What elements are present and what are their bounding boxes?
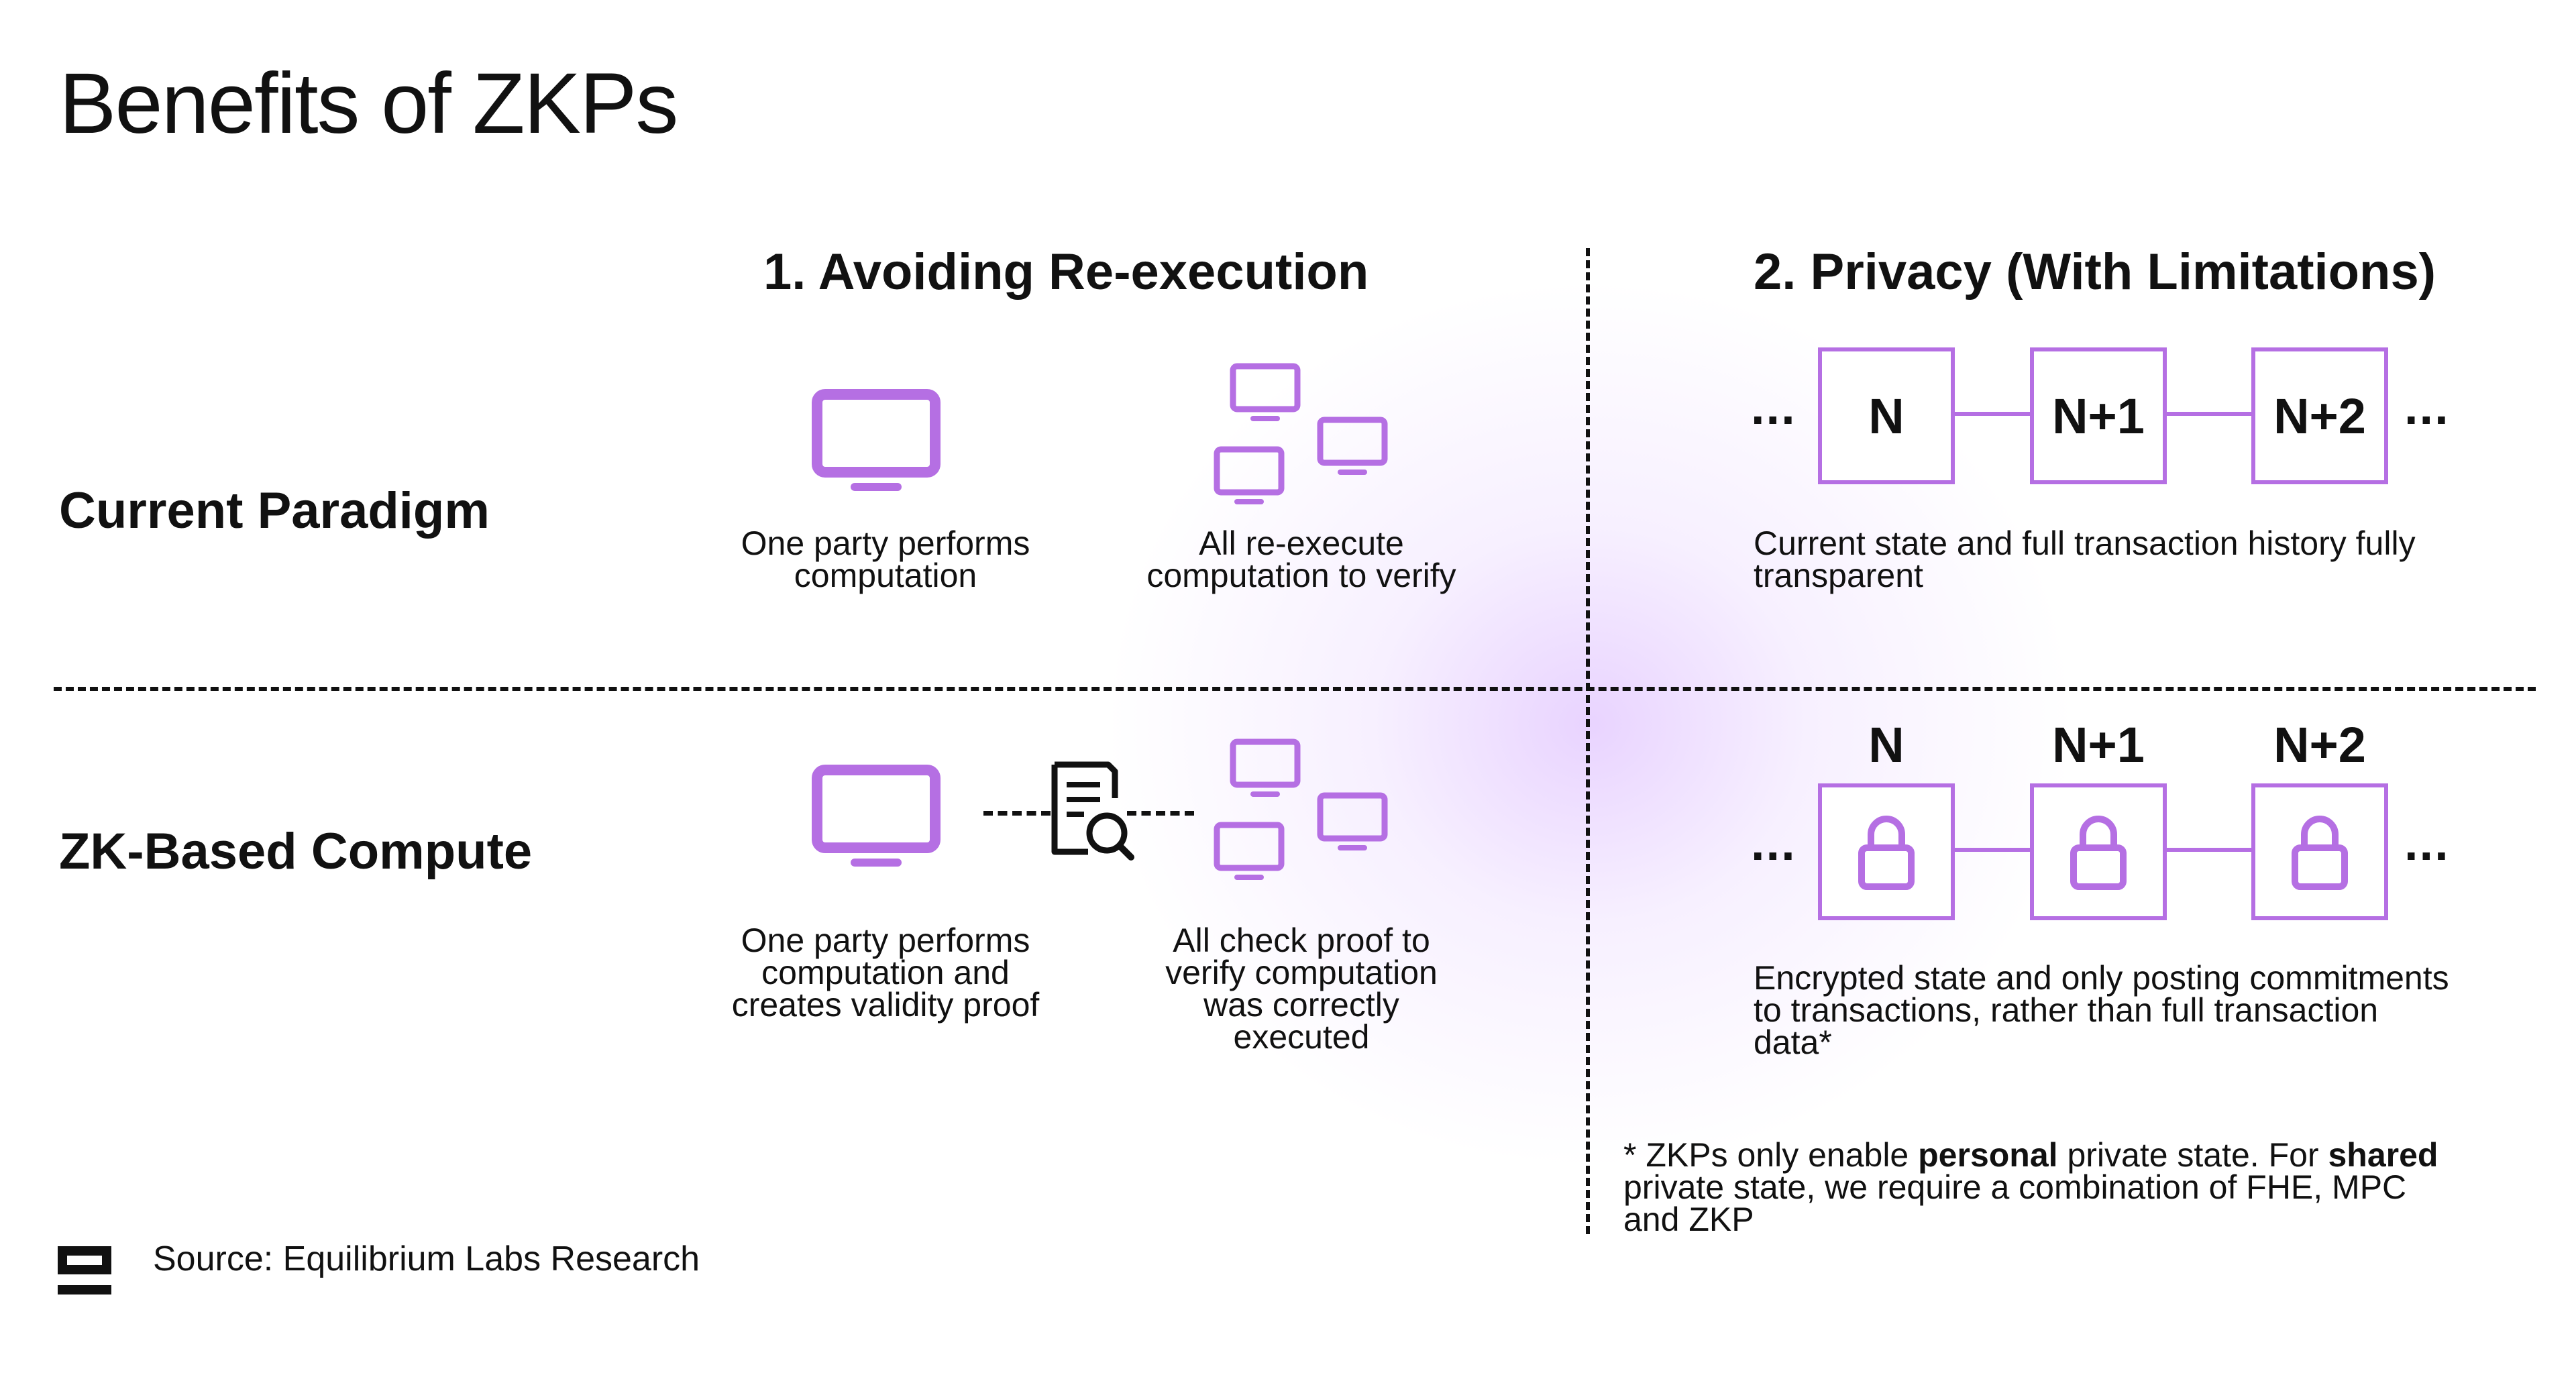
block-label: N+2 <box>2273 388 2366 444</box>
page-title: Benefits of ZKPs <box>59 56 678 152</box>
multiple-monitors-icon <box>1214 363 1388 504</box>
caption-line: computation to verify <box>1146 557 1456 594</box>
block-label: N <box>1868 388 1904 444</box>
caption-line: transparent <box>1754 557 1923 594</box>
footnote: * ZKPs only enable personal private stat… <box>1623 1136 2563 1238</box>
caption-line: creates validity proof <box>731 986 1040 1024</box>
row-label-zk-based-compute: ZK-Based Compute <box>59 823 533 880</box>
caption-line: All check proof to <box>1173 922 1430 959</box>
connector-right <box>1127 811 1194 816</box>
ellipsis-left: ... <box>1751 379 1796 435</box>
chain-link <box>1955 848 2030 852</box>
caption-line: One party performs <box>741 525 1030 562</box>
footnote-line-1: * ZKPs only enable personal private stat… <box>1623 1136 2563 1174</box>
footnote-bold: personal <box>1918 1136 2058 1174</box>
encrypted-block-n-plus-1 <box>2030 783 2167 920</box>
block-top-label-n-plus-2: N+2 <box>2273 717 2366 773</box>
caption-line: was correctly <box>1203 986 1399 1024</box>
row-label-current-paradigm: Current Paradigm <box>59 482 490 539</box>
footnote-bold: shared <box>2328 1136 2438 1174</box>
block-label: N+1 <box>2052 388 2145 444</box>
column-title-reexecution: 1. Avoiding Re-execution <box>763 243 1369 300</box>
footnote-text: private state. For <box>2057 1136 2328 1174</box>
block-n-plus-1: N+1 <box>2030 347 2167 484</box>
connector-left <box>983 811 1051 816</box>
chain-link <box>1955 412 2030 416</box>
caption-line: One party performs <box>741 922 1030 959</box>
caption-line: data* <box>1754 1024 1832 1061</box>
caption-single-party-proof: One party performs computation and creat… <box>671 922 1100 1024</box>
equilibrium-logo-icon <box>58 1246 111 1295</box>
horizontal-divider <box>54 687 2536 691</box>
footnote-text: * ZKPs only enable <box>1623 1136 1919 1174</box>
footnote-line-2: private state, we require a combination … <box>1623 1168 2407 1206</box>
ellipsis-right: ... <box>2404 379 2450 435</box>
multiple-monitors-icon <box>1214 738 1388 880</box>
caption-all-reexecute: All re-execute computation to verify <box>1087 527 1516 592</box>
caption-line: computation <box>794 557 977 594</box>
chain-link <box>2167 412 2251 416</box>
caption-all-check-proof: All check proof to verify computation wa… <box>1100 922 1503 1056</box>
caption-single-party: One party performs computation <box>678 527 1093 592</box>
block-n: N <box>1818 347 1955 484</box>
caption-line: verify computation <box>1165 954 1438 991</box>
caption-line: Encrypted state and only posting commitm… <box>1754 959 2449 997</box>
caption-line: All re-execute <box>1199 525 1404 562</box>
encrypted-block-n <box>1818 783 1955 920</box>
caption-encrypted-state: Encrypted state and only posting commitm… <box>1754 959 2545 1061</box>
caption-line: Current state and full transaction histo… <box>1754 525 2416 562</box>
proof-document-search-icon <box>1051 761 1134 861</box>
source-credit: Source: Equilibrium Labs Research <box>153 1240 700 1278</box>
lock-icon <box>1858 816 1915 890</box>
chain-link <box>2167 848 2251 852</box>
monitor-icon <box>812 389 941 491</box>
lock-icon <box>2070 816 2127 890</box>
ellipsis-left: ... <box>1751 815 1796 871</box>
block-n-plus-2: N+2 <box>2251 347 2388 484</box>
block-top-label-n-plus-1: N+1 <box>2052 717 2145 773</box>
footnote-line-3: and ZKP <box>1623 1201 1754 1238</box>
caption-transparent-state: Current state and full transaction histo… <box>1754 527 2532 592</box>
encrypted-block-n-plus-2 <box>2251 783 2388 920</box>
vertical-divider <box>1586 248 1590 1234</box>
ellipsis-right: ... <box>2404 815 2450 871</box>
block-top-label-n: N <box>1868 717 1904 773</box>
caption-line: computation and <box>761 954 1010 991</box>
monitor-icon <box>812 765 941 867</box>
column-title-privacy: 2. Privacy (With Limitations) <box>1754 243 2436 300</box>
lock-icon <box>2292 816 2348 890</box>
caption-line: to transactions, rather than full transa… <box>1754 991 2379 1029</box>
caption-line: executed <box>1233 1018 1370 1056</box>
